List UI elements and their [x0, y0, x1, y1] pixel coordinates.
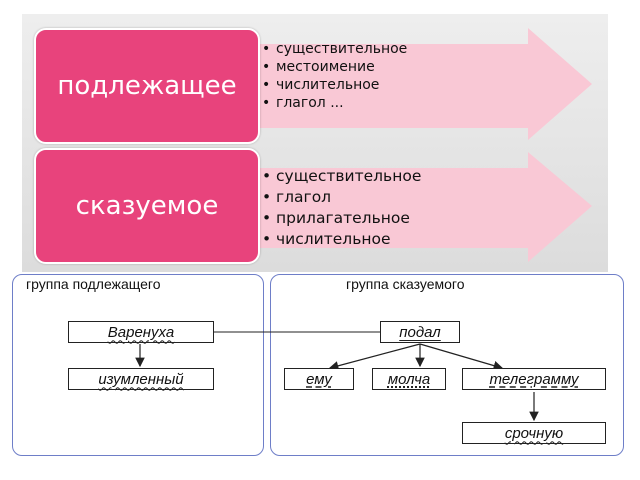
bullet-item: существительное — [262, 166, 421, 187]
word-srochnuyu-text: срочную — [504, 424, 564, 442]
subject-group-title: группа подлежащего — [26, 276, 161, 292]
bullet-item: числительное — [262, 76, 407, 94]
word-molcha-text: молча — [387, 370, 431, 388]
arrow-to-telegrammu — [419, 343, 504, 371]
predicate-bullets: существительное глагол прилагательное чи… — [262, 166, 421, 250]
word-izumlenny: изумленный — [68, 368, 214, 390]
bullet-item: глагол ... — [262, 94, 407, 112]
word-telegrammu-text: телеграмму — [489, 370, 579, 388]
bullet-item: местоимение — [262, 58, 407, 76]
word-emu: ему — [284, 368, 354, 390]
word-varenukha-text: Варенуха — [107, 323, 175, 341]
word-telegrammu: телеграмму — [462, 368, 606, 390]
bullet-item: прилагательное — [262, 208, 421, 229]
subject-box: подлежащее — [34, 28, 260, 144]
word-podal: подал — [380, 321, 460, 343]
word-podal-text: подал — [399, 323, 441, 341]
word-izumlenny-text: изумленный — [98, 370, 184, 388]
word-varenukha: Варенуха — [68, 321, 214, 343]
word-emu-text: ему — [306, 370, 332, 388]
bullet-item: глагол — [262, 187, 421, 208]
word-molcha: молча — [372, 368, 446, 390]
bullet-item: числительное — [262, 229, 421, 250]
predicate-label: сказуемое — [75, 191, 219, 221]
predicate-group-title: группа сказуемого — [346, 276, 465, 292]
bullet-item: существительное — [262, 40, 407, 58]
subject-label: подлежащее — [57, 71, 237, 101]
arrow-to-emu — [328, 343, 421, 371]
word-srochnuyu: срочную — [462, 422, 606, 444]
predicate-box: сказуемое — [34, 148, 260, 264]
subject-bullets: существительное местоимение числительное… — [262, 40, 407, 112]
